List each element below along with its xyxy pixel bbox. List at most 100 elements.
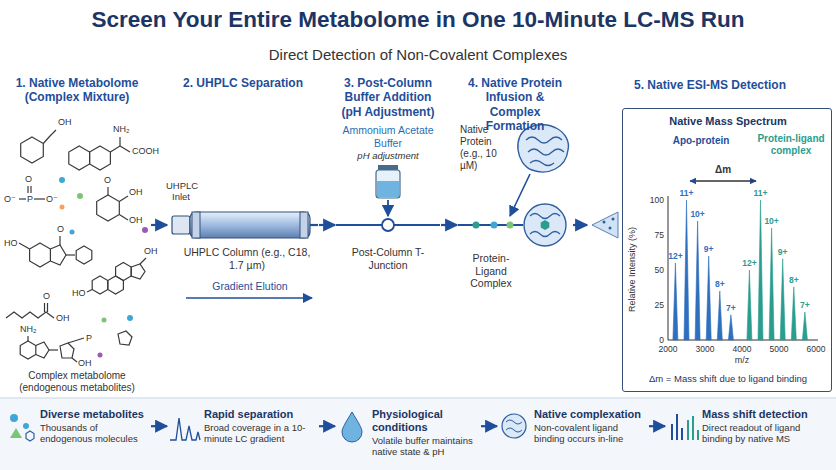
- stage-text: Gradient Elution: [200, 280, 300, 293]
- spectrum-peak: [747, 270, 752, 340]
- tick-label: 2000: [654, 344, 682, 354]
- stage-column: 1. Native Metabolome (Complex Mixture)Co…: [4, 70, 150, 396]
- stage-text: Protein-ligand complex: [753, 133, 829, 157]
- subtitle: Direct Detection of Non-Covalent Complex…: [0, 46, 836, 64]
- benefit-text: Broad coverage in a 10-minute LC gradien…: [204, 422, 315, 444]
- atom-label: NH₂: [113, 124, 130, 135]
- spectrum-peak: [673, 263, 678, 340]
- stage-text: Ammonium Acetate Buffer: [340, 124, 436, 149]
- axis-title: m/z: [727, 355, 757, 366]
- charge-state: 12+: [740, 258, 758, 268]
- benefit-text: Non-covalent ligand binding occurs in-li…: [534, 422, 645, 444]
- charge-state: 10+: [689, 209, 707, 219]
- stage-text: Native Protein (e.g., 10 µM): [460, 124, 516, 172]
- stage-heading: Native Mass Spectrum: [631, 115, 825, 128]
- stage-text: pH adjustment: [340, 150, 436, 161]
- atom-label: OH: [58, 117, 72, 128]
- benefit-title: Native complexation: [534, 408, 645, 421]
- stage-text: Protein-Ligand Complex: [460, 252, 522, 290]
- atom-label: OH: [78, 358, 92, 369]
- atom-label: OH: [56, 313, 70, 324]
- tick-label: 0: [640, 335, 664, 345]
- benefit-title: Mass shift detection: [702, 408, 829, 421]
- spectrum-peak: [780, 259, 785, 340]
- atom-label: OH: [129, 215, 143, 226]
- tick-label: 25: [640, 300, 664, 310]
- stage-text: Δm = Mass shift due to ligand binding: [631, 373, 825, 384]
- stage-heading: 2. UHPLC Separation: [170, 76, 316, 90]
- charge-state: 11+: [678, 188, 696, 198]
- spectrum-peak: [706, 256, 711, 340]
- tick-label: 75: [640, 230, 664, 240]
- tick-label: 100: [640, 195, 664, 205]
- charge-state: 11+: [752, 188, 770, 198]
- spectrum-panel: Native Mass SpectrumApo-protein Protein-l…: [622, 108, 832, 392]
- atom-label: OH: [129, 187, 143, 198]
- charge-state: 9+: [700, 244, 718, 254]
- spectrum-peak: [758, 200, 763, 340]
- axis-title: Relative Intensity (%): [627, 204, 638, 334]
- flow-arrow: [481, 425, 497, 427]
- flow-arrow: [441, 224, 457, 226]
- benefit-item: Rapid separationBroad coverage in a 10-m…: [168, 404, 318, 448]
- tick-label: 3000: [691, 344, 719, 354]
- atom-label: HO: [4, 238, 18, 249]
- benefit-title: Physiological conditions: [372, 408, 477, 434]
- charge-state: 12+: [666, 251, 684, 261]
- charge-state: 7+: [796, 300, 814, 310]
- stage-heading: 3. Post-Column Buffer Addition (pH Adjus…: [338, 76, 438, 119]
- flow-arrow: [319, 224, 335, 226]
- stage-heading: 5. Native ESI-MS Detection: [590, 78, 830, 92]
- benefit-item: Mass shift detectionDirect readout of li…: [666, 404, 832, 448]
- spectrum-peak: [684, 200, 689, 340]
- benefit-item: Physiological conditionsVolatile buffer …: [336, 404, 480, 461]
- atom-label: O: [25, 174, 32, 185]
- stage-heading: 1. Native Metabolome (Complex Mixture): [6, 76, 148, 105]
- atom-label: P: [86, 333, 92, 344]
- stage-column: 3. Post-Column Buffer Addition (pH Adjus…: [336, 70, 440, 396]
- spectrum-peak: [695, 221, 700, 340]
- charge-state: 8+: [711, 279, 729, 289]
- benefit-item: Native complexationNon-covalent ligand b…: [498, 404, 648, 448]
- flow-arrow: [151, 224, 167, 226]
- tick-label: 6000: [802, 344, 830, 354]
- flow-arrow: [573, 224, 587, 226]
- atom-label: O: [57, 224, 64, 235]
- charge-state: 9+: [774, 247, 792, 257]
- atom-label: O⁻: [46, 194, 58, 205]
- spectrum-peak: [717, 291, 722, 340]
- charge-state: 7+: [722, 303, 740, 313]
- stage-column: 4. Native Protein Infusion & Complex For…: [458, 70, 572, 396]
- benefit-title: Diverse metabolites: [40, 408, 147, 421]
- atom-label: HO: [72, 288, 86, 299]
- tick-label: 4000: [728, 344, 756, 354]
- part-label: UHPLC Inlet: [166, 180, 196, 203]
- mass-shift-label: Δm: [709, 164, 737, 176]
- stage-text: Post-Column T-Junction: [340, 246, 436, 271]
- benefit-text: Direct readout of ligand binding by nati…: [702, 422, 829, 444]
- spectrum-peak: [728, 315, 733, 340]
- spectrum-peak: [769, 228, 774, 340]
- stage-text: UHPLC Column (e.g., C18, 1.7 µm): [182, 246, 312, 271]
- atom-label: NH₂: [20, 324, 37, 335]
- charge-state: 8+: [785, 275, 803, 285]
- benefit-item: Diverse metabolitesThousands of endogeno…: [4, 404, 150, 448]
- benefit-text: Volatile buffer maintains native state &…: [372, 435, 477, 457]
- benefit-text: Thousands of endogenous molecules: [40, 422, 147, 444]
- atom-label: O: [43, 291, 50, 302]
- flow-arrow: [319, 425, 335, 427]
- charge-state: 10+: [763, 216, 781, 226]
- atom-label: COOH: [132, 146, 159, 157]
- spectrum-peak: [802, 312, 807, 340]
- atom-label: P: [27, 194, 33, 205]
- atom-label: OH: [144, 246, 158, 257]
- spectrum-peak: [791, 287, 796, 340]
- atom-label: O⁻: [4, 194, 16, 205]
- flow-arrow: [649, 425, 665, 427]
- stage-text: Apo-protein: [656, 135, 746, 147]
- tick-label: 5000: [765, 344, 793, 354]
- atom-label: O: [104, 175, 111, 186]
